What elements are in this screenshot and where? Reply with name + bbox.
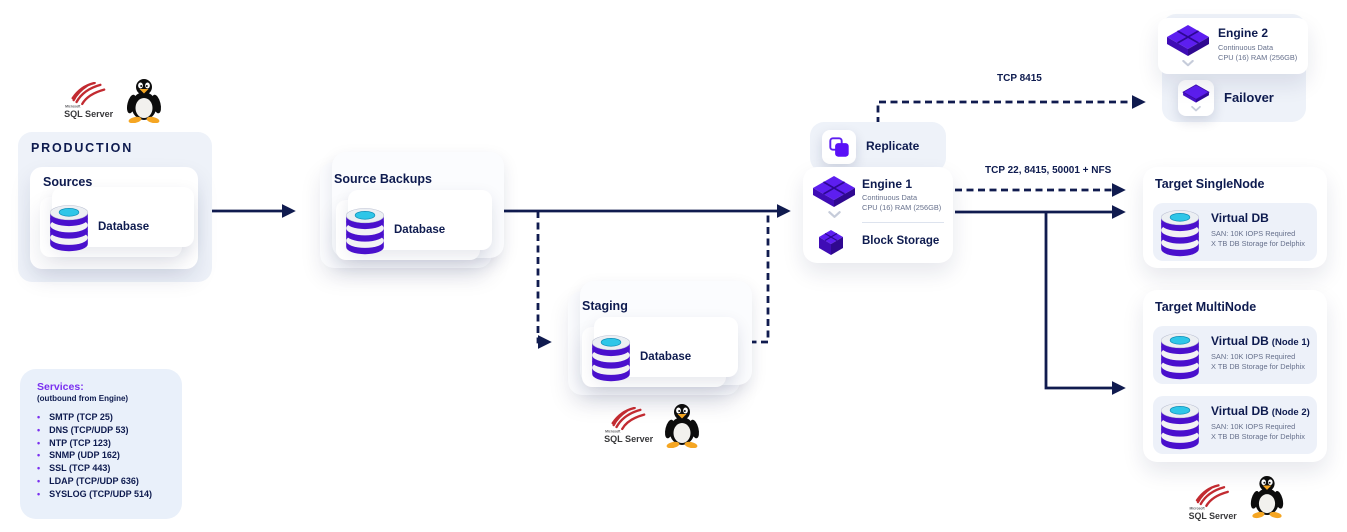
sql-server-logo — [58, 82, 116, 122]
replicate-copy-icon — [828, 136, 850, 158]
service-item: • SNMP (UDP 162) — [37, 449, 152, 462]
target-multinode-title: Target MultiNode — [1155, 300, 1257, 314]
services-list: • SMTP (TCP 25) • DNS (TCP/UDP 53) • NTP (T… — [37, 411, 152, 501]
replicate-label: Replicate — [866, 139, 920, 153]
engine1-title: Engine 1 — [862, 177, 913, 191]
database-icon — [48, 201, 90, 253]
service-label: NTP (TCP 123) — [49, 437, 111, 448]
virtual-db-spec1: SAN: 10K IOPS Required — [1211, 352, 1296, 361]
virtual-db-spec2: X TB DB Storage for Delphix — [1211, 239, 1305, 248]
database-icon — [1159, 206, 1201, 258]
database-icon — [590, 331, 632, 383]
service-label: SMTP (TCP 25) — [49, 412, 113, 422]
node-suffix: (Node 2) — [1271, 407, 1310, 418]
linux-tux-logo — [662, 402, 702, 448]
wire-engine1-to-multinode — [1044, 212, 1126, 395]
linux-tux-logo — [124, 77, 164, 123]
block-storage-label: Block Storage — [862, 235, 940, 247]
virtual-db-node1-card: Virtual DB(Node 1) SAN: 10K IOPS Require… — [1153, 326, 1317, 384]
virtual-db-card: Virtual DB SAN: 10K IOPS Required X TB D… — [1153, 203, 1317, 261]
node-suffix: (Node 1) — [1271, 337, 1310, 348]
service-label: LDAP (TCP/UDP 636) — [49, 475, 139, 486]
replicate-iconbox — [822, 130, 856, 164]
target-singlenode-title: Target SingleNode — [1155, 177, 1265, 191]
service-item: • NTP (TCP 123) — [37, 437, 152, 450]
engine2-subtitle2: CPU (16) RAM (256GB) — [1218, 53, 1298, 62]
bullet-icon: • — [37, 463, 41, 474]
chevron-down-icon — [1191, 106, 1201, 112]
bullet-icon: • — [37, 424, 41, 435]
replicate-card: Replicate — [810, 122, 946, 172]
engine-cube-icon — [1166, 24, 1210, 60]
bullet-icon: • — [37, 475, 41, 486]
bullet-icon: • — [37, 488, 41, 499]
service-item: • SSL (TCP 443) — [37, 462, 152, 475]
bullet-icon: • — [37, 412, 41, 422]
failover-slab-icon — [1182, 84, 1210, 103]
engine1-card: Engine 1 Continuous Data CPU (16) RAM (2… — [803, 167, 953, 263]
linux-tux-logo — [1248, 473, 1286, 519]
sources-database-card: Database — [40, 197, 182, 257]
engine1-subtitle1: Continuous Data — [862, 193, 918, 202]
staging-database-card: Database — [582, 327, 726, 387]
database-label: Database — [98, 221, 150, 233]
sources-title: Sources — [43, 175, 93, 189]
service-label: SNMP (UDP 162) — [49, 450, 120, 461]
source-backups-group: Source Backups Database — [320, 162, 492, 268]
database-icon — [1159, 329, 1201, 381]
virtual-db-title: Virtual DB — [1211, 334, 1269, 348]
database-label: Database — [640, 351, 692, 363]
service-label: SSL (TCP 443) — [49, 463, 111, 474]
database-icon — [344, 204, 386, 256]
engine-cube-icon — [812, 175, 856, 211]
source-backups-title: Source Backups — [334, 172, 432, 186]
service-item: • SYSLOG (TCP/UDP 514) — [37, 488, 152, 501]
sql-server-logo — [1183, 484, 1239, 524]
virtual-db-title: Virtual DB — [1211, 211, 1269, 225]
wire-engine1-to-failover — [876, 95, 1146, 124]
service-label: DNS (TCP/UDP 53) — [49, 424, 129, 435]
virtual-db-spec2: X TB DB Storage for Delphix — [1211, 432, 1305, 441]
wire-from-staging — [738, 214, 770, 344]
service-item: • DNS (TCP/UDP 53) — [37, 424, 152, 437]
target-ports-label: TCP 22, 8415, 50001 + NFS — [985, 165, 1112, 176]
engine1-subtitle2: CPU (16) RAM (256GB) — [862, 203, 942, 212]
staging-group: Staging Database — [568, 291, 740, 395]
target-multinode-group: Target MultiNode Virtual DB(Node 1) SAN:… — [1143, 290, 1327, 462]
staging-title: Staging — [582, 299, 628, 313]
engine2-card: Engine 2 Continuous Data CPU (16) RAM (2… — [1158, 18, 1308, 74]
service-label: SYSLOG (TCP/UDP 514) — [49, 488, 153, 499]
database-label: Database — [394, 224, 446, 236]
production-title: PRODUCTION — [31, 141, 134, 155]
sql-server-logo — [598, 407, 656, 447]
failover-label: Failover — [1224, 90, 1274, 105]
chevron-down-icon — [1182, 60, 1194, 67]
engine1-divider — [862, 222, 944, 223]
bullet-icon: • — [37, 450, 41, 461]
source-backups-database-card: Database — [336, 200, 480, 260]
service-item: • SMTP (TCP 25) — [37, 411, 152, 424]
failover-ports-label: TCP 8415 — [997, 73, 1042, 84]
engine2-title: Engine 2 — [1218, 26, 1269, 40]
engine2-subtitle1: Continuous Data — [1218, 43, 1274, 52]
virtual-db-title: Virtual DB — [1211, 404, 1269, 418]
bullet-icon: • — [37, 437, 41, 448]
sources-card: Sources Database — [30, 167, 198, 269]
virtual-db-spec1: SAN: 10K IOPS Required — [1211, 422, 1296, 431]
production-group: PRODUCTION Sources Database — [18, 132, 212, 282]
virtual-db-spec2: X TB DB Storage for Delphix — [1211, 362, 1305, 371]
target-singlenode-group: Target SingleNode Virtual DB SAN: 10K IO… — [1143, 167, 1327, 268]
block-storage-cube-icon — [818, 229, 844, 257]
service-item: • LDAP (TCP/UDP 636) — [37, 475, 152, 488]
services-card: Services: (outbound from Engine) • SMTP (… — [20, 369, 182, 519]
wire-to-staging — [536, 211, 552, 349]
chevron-down-icon — [828, 211, 841, 219]
services-subtitle: (outbound from Engine) — [37, 394, 129, 403]
virtual-db-spec1: SAN: 10K IOPS Required — [1211, 229, 1296, 238]
virtual-db-node2-card: Virtual DB(Node 2) SAN: 10K IOPS Require… — [1153, 396, 1317, 454]
database-icon — [1159, 399, 1201, 451]
failover-iconbox — [1178, 80, 1214, 116]
services-title: Services: — [37, 381, 84, 393]
